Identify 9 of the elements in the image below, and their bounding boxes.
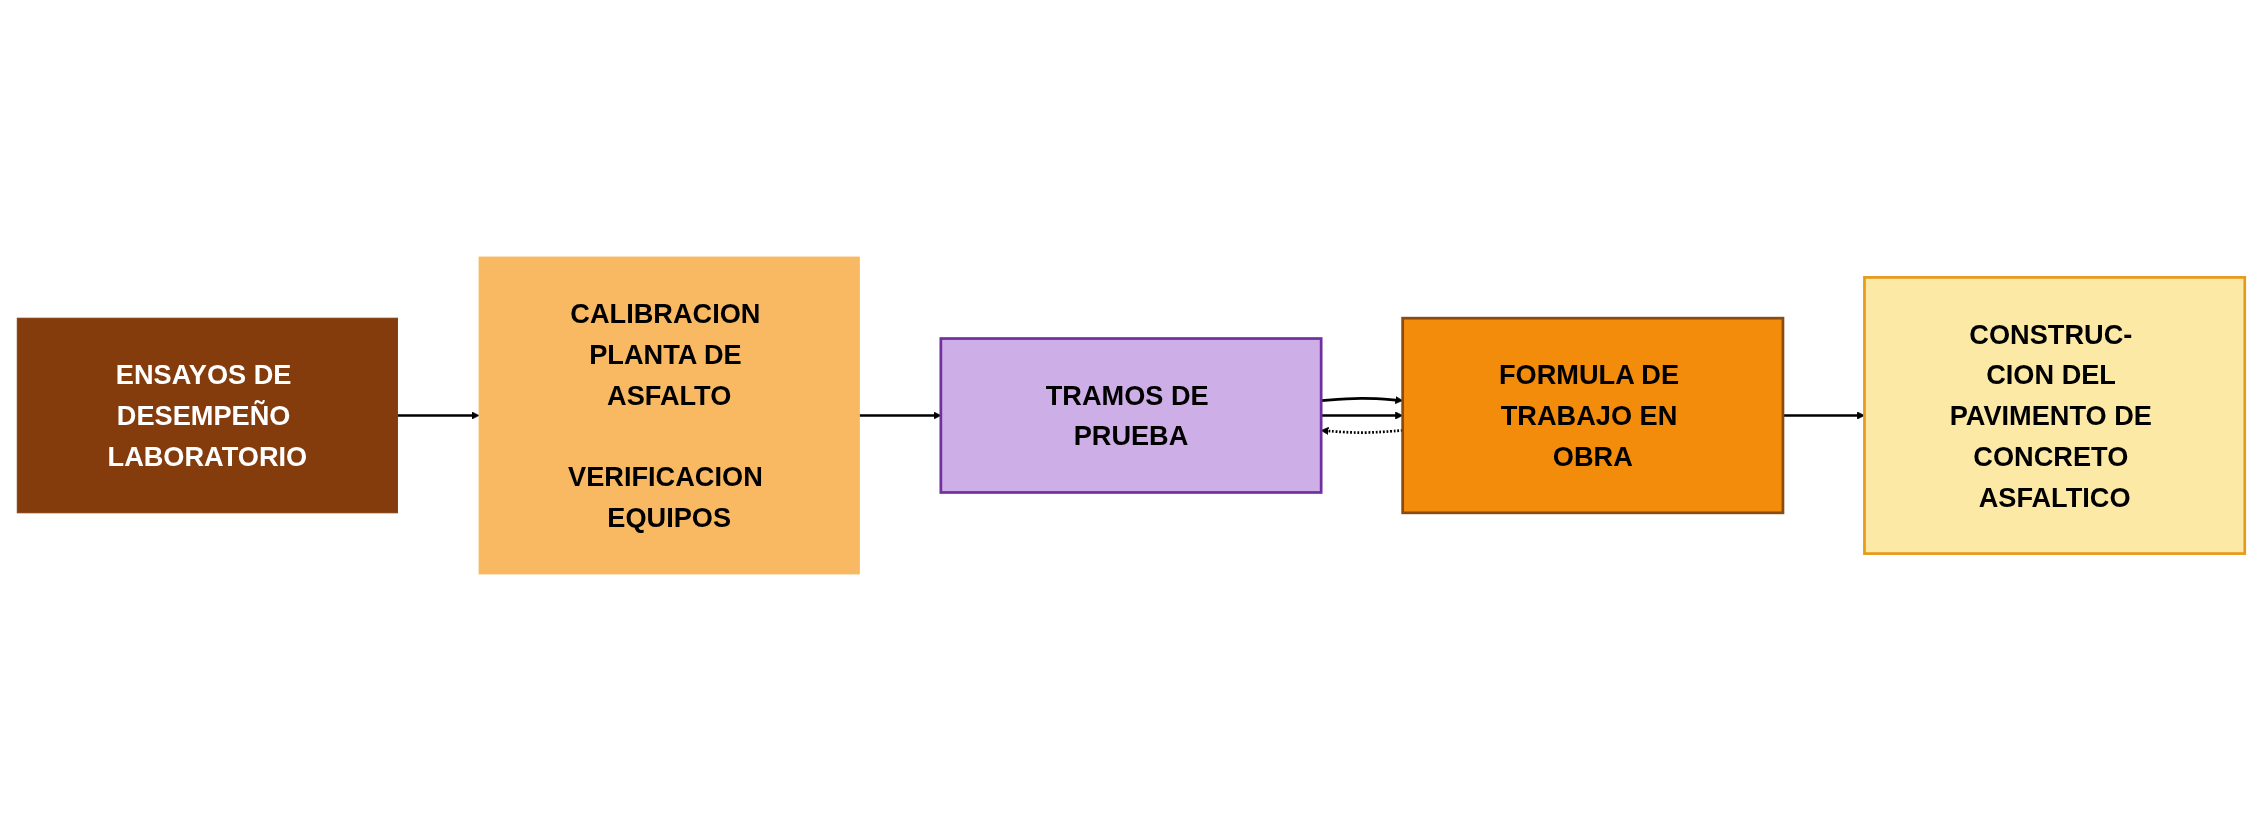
node-box [1863,276,2247,555]
node-box [1401,316,1785,515]
node-box [16,317,398,514]
arrow [1321,411,1403,420]
node-box [478,256,860,575]
arrow [1321,396,1403,404]
node-box [939,337,1323,494]
arrow [1782,411,1865,420]
arrow [397,411,480,420]
